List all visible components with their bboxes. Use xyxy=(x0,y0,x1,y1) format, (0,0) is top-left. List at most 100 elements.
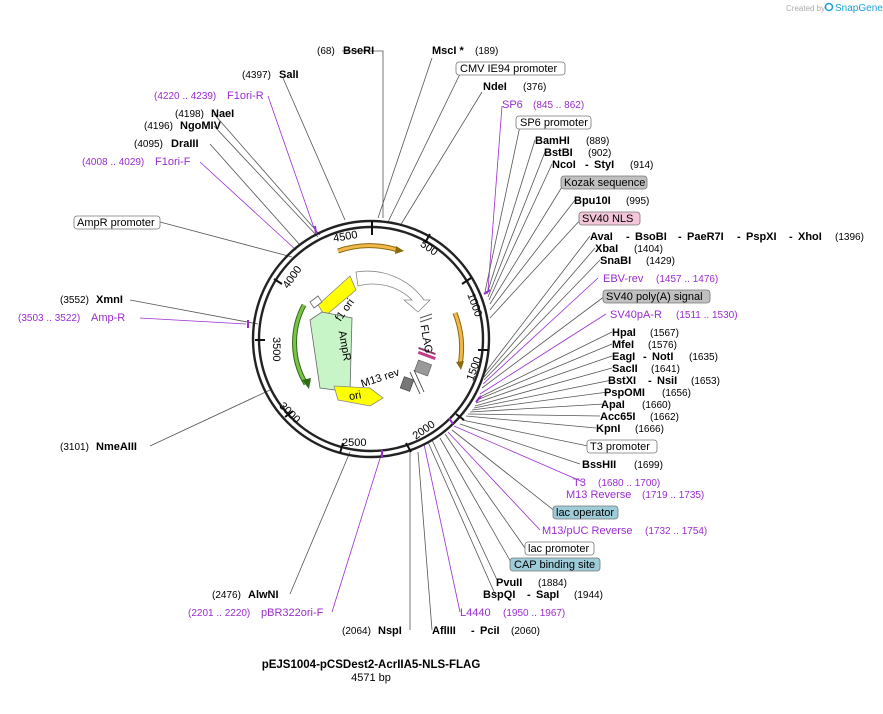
primer-leader-lines xyxy=(139,95,607,613)
sv40-nls-label: SV40 NLS xyxy=(582,213,633,225)
ampr-promoter-label: AmpR promoter xyxy=(77,217,155,229)
afliii-pos: (2060) xyxy=(511,626,540,637)
nspi-name: NspI xyxy=(378,625,402,637)
bseri-pos: (68) xyxy=(317,46,335,57)
sv40par-name: SV40pA-R xyxy=(610,309,662,321)
acc65i-pos: (1662) xyxy=(650,412,679,423)
snabi-pos: (1429) xyxy=(646,256,675,267)
plasmid-length: 4571 bp xyxy=(351,672,391,684)
ngomiv-pos: (4196) xyxy=(144,121,173,132)
cmv-promoter-box xyxy=(455,61,566,76)
bspqi-pos: (1944) xyxy=(574,590,603,601)
bpu10i-name: Bpu10I xyxy=(574,195,611,207)
sp6-promoter-label: SP6 promoter xyxy=(520,117,588,129)
alwni-name: AlwNI xyxy=(248,589,279,601)
ampr-primer-pos: (3503 .. 3522) xyxy=(18,313,80,324)
sacii-name: SacII xyxy=(612,363,638,375)
msci-name: MscI * xyxy=(432,45,465,57)
f1orir-pos: (4220 .. 4239) xyxy=(154,91,216,102)
draiii-name: DraIII xyxy=(171,138,199,150)
m13rev-name: M13 Reverse xyxy=(566,489,631,501)
pspomi-pos: (1656) xyxy=(662,388,691,399)
feature-boxes xyxy=(73,61,711,572)
avai-name: AvaI xyxy=(590,231,613,243)
bstxi-name: BstXI xyxy=(608,375,636,387)
ruler-ticks xyxy=(255,221,488,454)
flag-label: FLAG xyxy=(418,324,435,354)
nmeaiii-name: NmeAIII xyxy=(96,441,137,453)
snabi-name: SnaBI xyxy=(600,255,631,267)
kozak-box xyxy=(560,175,648,190)
lac-operator-label: lac operator xyxy=(556,507,614,519)
bamhi-name: BamHI xyxy=(535,135,570,147)
hpai-pos: (1567) xyxy=(650,328,679,339)
msci-pos: (189) xyxy=(475,46,498,57)
xbai-name: XbaI xyxy=(595,243,618,255)
t3-primer-name: T3 xyxy=(573,477,586,489)
pvuii-pos: (1884) xyxy=(538,578,567,589)
ring-marks xyxy=(247,225,491,458)
kozak-label: Kozak sequence xyxy=(564,177,645,189)
leader-lines xyxy=(129,50,613,631)
kpni-name: KpnI xyxy=(596,423,620,435)
ndei-pos: (376) xyxy=(523,82,546,93)
plasmid-backbone xyxy=(251,219,491,459)
afliii-dash: - xyxy=(471,625,475,637)
snapgene-logo-icon xyxy=(824,2,834,12)
watermark-brand: SnapGene xyxy=(835,3,883,14)
xbai-pos: (1404) xyxy=(634,244,663,255)
ori-label: ori xyxy=(348,389,362,403)
l4440-name: L4440 xyxy=(460,607,491,619)
bsshii-name: BssHII xyxy=(582,459,616,471)
bamhi-pos: (889) xyxy=(586,136,609,147)
apai-name: ApaI xyxy=(601,399,625,411)
naei-pos: (4198) xyxy=(175,109,204,120)
cmv-label: CMV IE94 promoter xyxy=(460,63,558,75)
m13rev-pos: (1719 .. 1735) xyxy=(642,490,704,501)
bspqi-dash: - xyxy=(527,589,531,601)
bstxi-dash: - xyxy=(648,375,652,387)
pcii-name: PciI xyxy=(480,625,500,637)
ruler-label-4500: 4500 xyxy=(332,229,358,245)
avai-dash4: - xyxy=(789,231,793,243)
t3-primer-pos: (1680 .. 1700) xyxy=(598,478,660,489)
sacii-pos: (1641) xyxy=(651,364,680,375)
f1orir-name: F1ori-R xyxy=(227,90,264,102)
f1orif-name: F1ori-F xyxy=(155,156,191,168)
site-labels: (68) BseRI MscI * (189) (4397) SalI CMV … xyxy=(18,45,864,637)
sv40-polya-label: SV40 poly(A) signal xyxy=(606,291,703,303)
snapgene-watermark: Created by SnapGene xyxy=(786,2,883,14)
avai-dash3: - xyxy=(737,231,741,243)
bstbi-pos: (902) xyxy=(588,148,611,159)
ncoi-dash: - xyxy=(585,159,589,171)
bseri-name: BseRI xyxy=(343,45,374,57)
ebv-rev-pos: (1457 .. 1476) xyxy=(656,274,718,285)
xmni-pos: (3552) xyxy=(60,295,89,306)
ori-feature xyxy=(333,385,384,407)
avai-pos: (1396) xyxy=(835,232,864,243)
sapi-name: SapI xyxy=(536,589,559,601)
styi-name: StyI xyxy=(594,159,614,171)
apai-pos: (1660) xyxy=(642,400,671,411)
outer-feature-arrows xyxy=(292,243,465,389)
sp6-name: SP6 xyxy=(502,99,523,111)
draiii-pos: (4095) xyxy=(134,139,163,150)
sp6-pos: (845 .. 862) xyxy=(533,100,584,111)
eagi-name: EagI xyxy=(612,351,635,363)
m13-rev-label: M13 rev xyxy=(359,366,401,390)
f1orif-pos: (4008 .. 4029) xyxy=(82,157,144,168)
ampr-feature xyxy=(309,311,353,393)
pbr322-pos: (2201 .. 2220) xyxy=(188,608,250,619)
sv40par-pos: (1511 .. 1530) xyxy=(676,310,738,321)
lac-promoter-box xyxy=(524,541,595,556)
noti-name: NotI xyxy=(652,351,673,363)
t3-promoter-label: T3 promoter xyxy=(590,441,650,453)
bsobi-name: BsoBI xyxy=(635,231,667,243)
l4440-pos: (1950 .. 1967) xyxy=(503,608,565,619)
bstxi-pos: (1653) xyxy=(691,376,720,387)
sv40-polya-box xyxy=(602,289,711,304)
paer7i-name: PaeR7I xyxy=(687,231,724,243)
pvuii-name: PvuII xyxy=(496,577,522,589)
acc65i-name: Acc65I xyxy=(600,411,635,423)
ncoi-name: NcoI xyxy=(552,159,576,171)
